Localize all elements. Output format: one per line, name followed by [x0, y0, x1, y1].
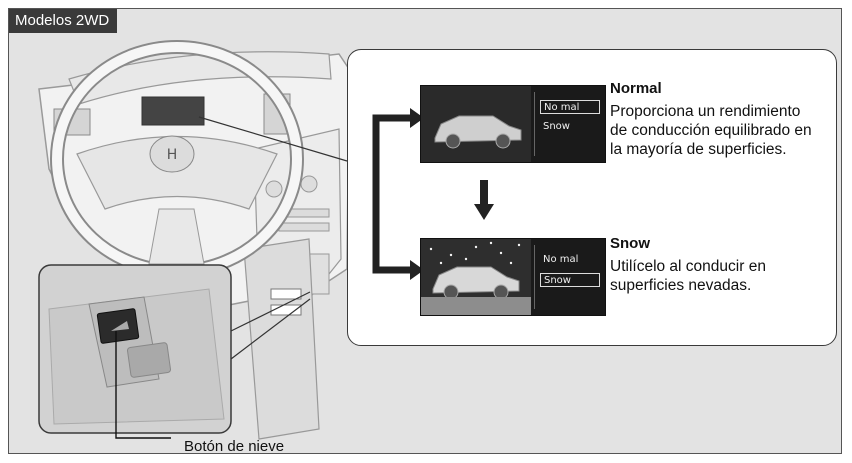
down-arrow-icon [474, 180, 494, 220]
screen-option-normal: No mal [540, 100, 600, 114]
drive-mode-panel: No mal Snow No mal [347, 49, 837, 346]
screen-divider [534, 245, 535, 309]
dashboard-illustration: H [38, 40, 350, 440]
screen-option-snow: Snow [540, 273, 600, 287]
normal-mode-screen: No mal Snow [420, 85, 606, 163]
mode-cycle-arrow [372, 108, 424, 280]
screen-option-snow: Snow [543, 121, 570, 132]
car-icon [421, 86, 531, 162]
normal-mode-description: Proporciona un rendimiento de conducción… [610, 103, 812, 158]
snow-button-label: Botón de nieve [184, 438, 285, 454]
car-snow-icon [421, 239, 531, 315]
snow-mode-description: Utilícelo al conducir en superficies nev… [610, 258, 766, 294]
figure-frame: Modelos 2WD H [8, 8, 842, 454]
screen-option-normal: No mal [543, 254, 579, 265]
normal-mode-title: Normal [610, 80, 662, 97]
snow-mode-screen: No mal Snow [420, 238, 606, 316]
screen-divider [534, 92, 535, 156]
svg-text:H: H [167, 147, 178, 163]
snow-mode-title: Snow [610, 235, 650, 252]
model-tag: Modelos 2WD [9, 9, 118, 33]
